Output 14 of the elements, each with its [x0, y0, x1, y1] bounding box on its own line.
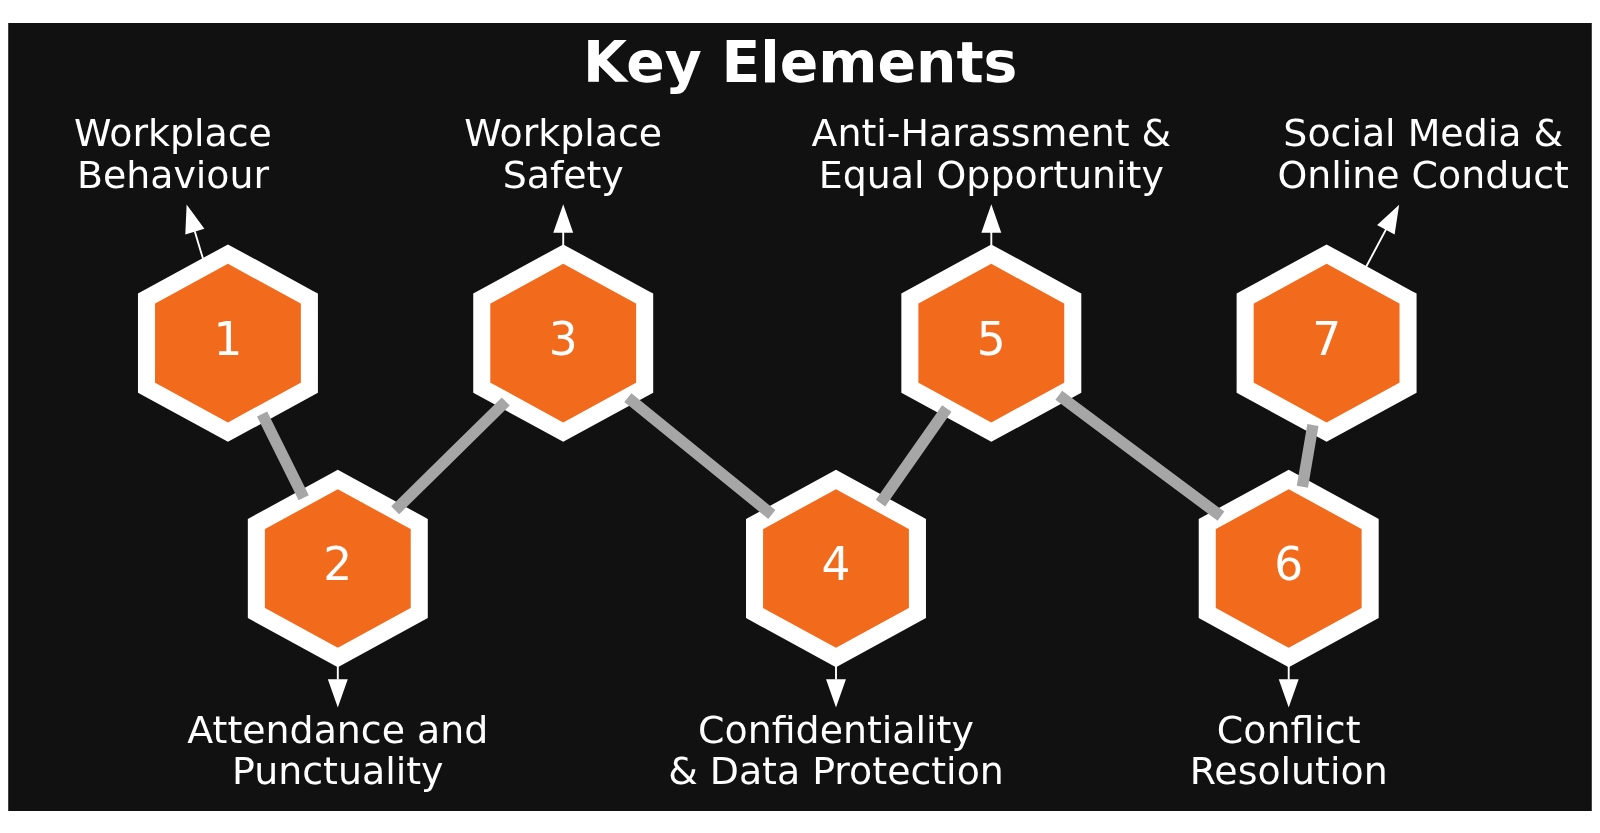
node-text: Confidentiality & Data Protection — [668, 707, 1004, 793]
connector — [391, 396, 510, 514]
connector — [875, 404, 952, 506]
node-text: Anti-Harassment & Equal Opportunity — [811, 110, 1172, 197]
connector — [624, 392, 776, 519]
diagram-title: Key Elements — [583, 28, 1018, 95]
node-text: Workplace Safety — [464, 110, 663, 197]
node-text: Conflict Resolution — [1189, 707, 1388, 793]
node-text: Social Media & Online Conduct — [1277, 110, 1569, 197]
node-text: Workplace Behaviour — [74, 110, 272, 197]
connector — [1055, 390, 1225, 521]
node-text: Attendance and Punctuality — [187, 707, 489, 793]
connector — [1296, 423, 1319, 488]
connector — [257, 410, 309, 500]
